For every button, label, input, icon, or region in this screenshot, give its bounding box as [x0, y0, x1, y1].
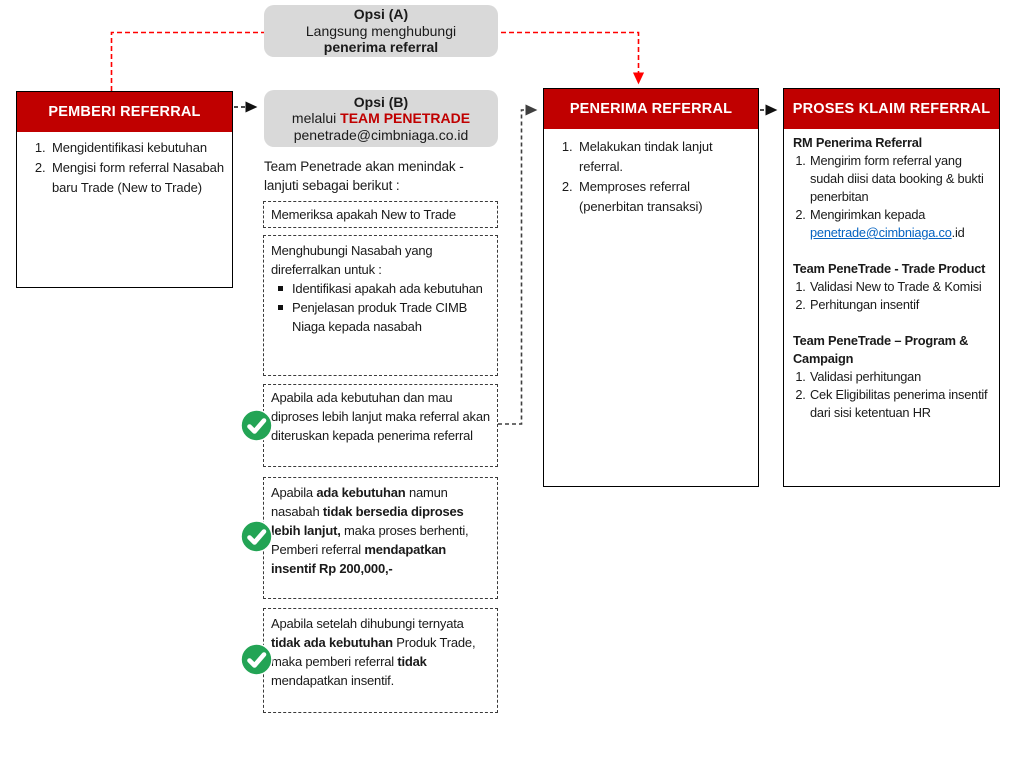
claim-section-rm: RM Penerima Referral Mengirim form refer…	[793, 134, 990, 242]
list-item: Melakukan tindak lanjut referral.	[576, 137, 750, 177]
opsi-b-line1: melalui TEAM PENETRADE	[291, 110, 471, 127]
list-item: Mengirimkan kepada penetrade@cimbniaga.c…	[809, 206, 990, 242]
step-tidak-bersedia-box: Apabila ada kebutuhan namun nasabah tida…	[263, 477, 498, 599]
square-bullet-icon	[278, 286, 283, 291]
step-ada-kebutuhan-lanjut-text: Apabila ada kebutuhan dan mau diproses l…	[271, 390, 490, 443]
square-bullet-icon	[278, 305, 283, 310]
check-icon	[240, 643, 273, 676]
penetrade-email-link[interactable]: penetrade@cimbniaga.co	[810, 225, 952, 240]
list-item: Validasi New to Trade & Komisi	[809, 278, 990, 296]
opsi-b-email: penetrade@cimbniaga.co.id	[293, 126, 469, 143]
opsi-a-box: Opsi (A) Langsung menghubungi penerima r…	[264, 5, 498, 57]
opsi-a-title: Opsi (A)	[353, 6, 409, 23]
claim-section-trade-product: Team PeneTrade - Trade Product Validasi …	[793, 260, 990, 314]
penerima-referral-header: PENERIMA REFERRAL	[544, 89, 758, 129]
step-memeriksa-box: Memeriksa apakah New to Trade	[263, 201, 498, 228]
pemberi-referral-header: PEMBERI REFERRAL	[17, 92, 232, 132]
bullet-item: Identifikasi apakah ada kebutuhan	[271, 279, 490, 298]
claim-section-title: RM Penerima Referral	[793, 135, 922, 150]
penerima-referral-list: Melakukan tindak lanjut referral. Mempro…	[550, 137, 750, 217]
step-menghubungi-lead: Menghubungi Nasabah yang direferralkan u…	[271, 243, 433, 277]
opsi-b-title: Opsi (B)	[353, 93, 409, 110]
list-item: Mengidentifikasi kebutuhan	[49, 138, 224, 158]
list-item: Perhitungan insentif	[809, 296, 990, 314]
list-item: Memproses referral (penerbitan transaksi…	[576, 177, 750, 217]
step-ada-kebutuhan-lanjut-box: Apabila ada kebutuhan dan mau diproses l…	[263, 384, 498, 467]
proses-klaim-referral-header: PROSES KLAIM REFERRAL	[784, 89, 999, 129]
step-tidak-ada-kebutuhan-box: Apabila setelah dihubungi ternyata tidak…	[263, 608, 498, 713]
pemberi-referral-box: PEMBERI REFERRAL Mengidentifikasi kebutu…	[16, 91, 233, 288]
penerima-referral-box: PENERIMA REFERRAL Melakukan tindak lanju…	[543, 88, 759, 487]
check-icon	[240, 409, 273, 442]
pemberi-referral-list: Mengidentifikasi kebutuhan Mengisi form …	[23, 138, 224, 198]
step-menghubungi-box: Menghubungi Nasabah yang direferralkan u…	[263, 235, 498, 376]
team-penetrade-label: TEAM PENETRADE	[340, 110, 471, 127]
team-penetrade-intro: Team Penetrade akan menindak - lanjuti s…	[264, 159, 464, 193]
opsi-a-line2: penerima referral	[323, 39, 439, 56]
bullet-item: Penjelasan produk Trade CIMB Niaga kepad…	[271, 298, 490, 336]
check-icon	[240, 520, 273, 553]
list-item: Validasi perhitungan	[809, 368, 990, 386]
list-item: Cek Eligibilitas penerima insentif dari …	[809, 386, 990, 422]
opsi-b-box: Opsi (B) melalui TEAM PENETRADE penetrad…	[264, 90, 498, 147]
claim-section-program-campaign: Team PeneTrade – Program & Campaign Vali…	[793, 332, 990, 422]
list-item: Mengirim form referral yang sudah diisi …	[809, 152, 990, 206]
list-item: Mengisi form referral Nasabah baru Trade…	[49, 158, 224, 198]
opsi-a-line1: Langsung menghubungi	[305, 22, 457, 39]
proses-klaim-referral-box: PROSES KLAIM REFERRAL RM Penerima Referr…	[783, 88, 1000, 487]
step-memeriksa-text: Memeriksa apakah New to Trade	[271, 207, 456, 222]
claim-section-title: Team PeneTrade – Program & Campaign	[793, 333, 969, 366]
claim-section-title: Team PeneTrade - Trade Product	[793, 261, 986, 276]
